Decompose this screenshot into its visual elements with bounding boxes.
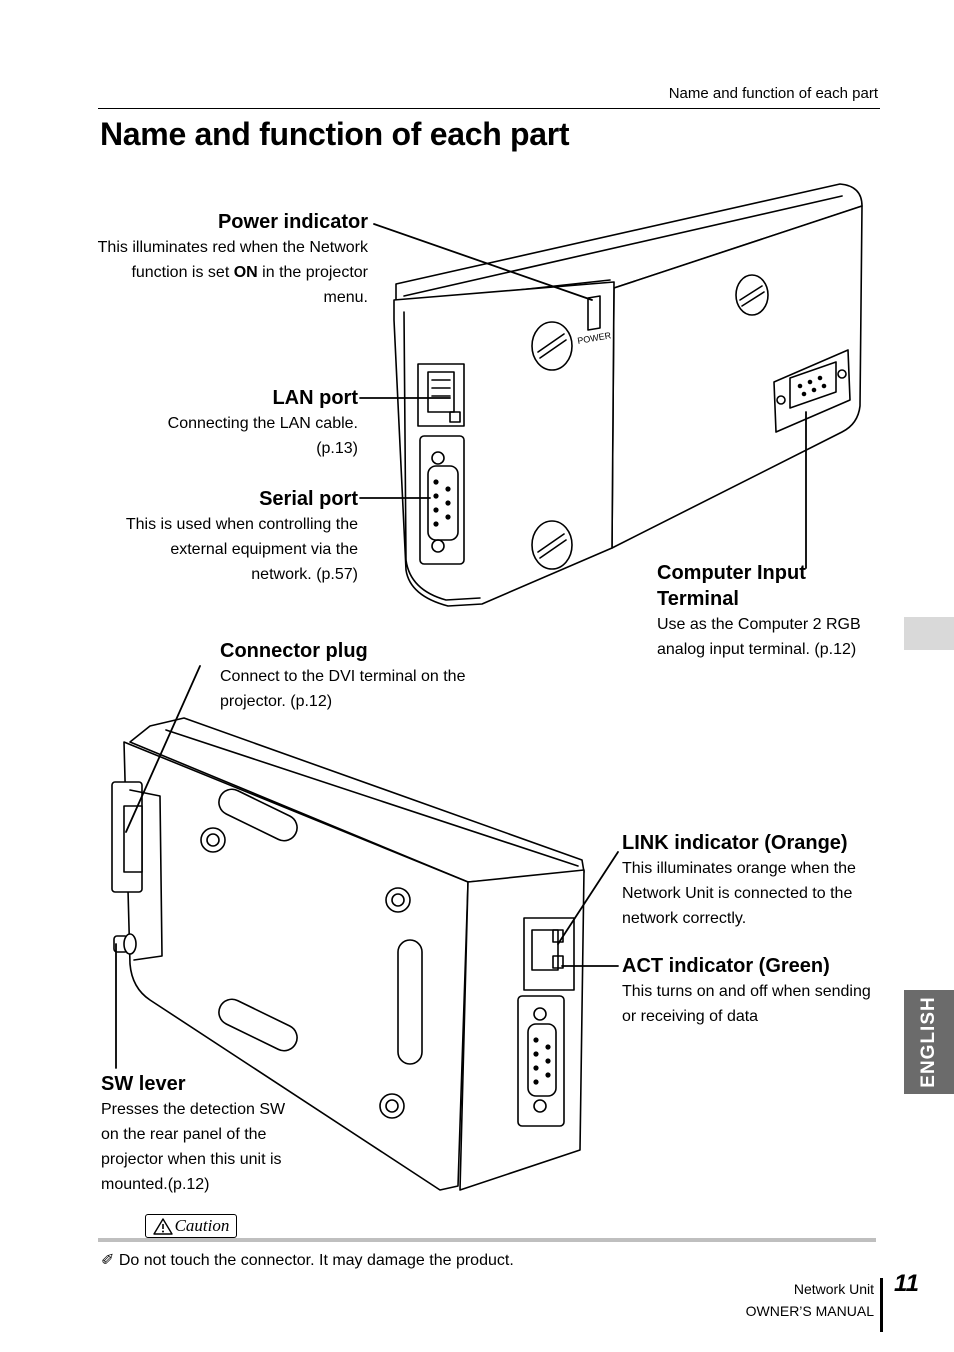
power-desc-part2: in the projector menu. <box>257 264 368 306</box>
caution-label: Caution <box>174 1216 230 1235</box>
vga-port-icon <box>773 349 851 433</box>
power-indicator-description: This illuminates red when the Network fu… <box>96 235 368 310</box>
computer-input-description: Use as the Computer 2 RGB analog input t… <box>657 616 861 658</box>
link-indicator-description: This illuminates orange when the Network… <box>622 860 856 927</box>
callout-serial-port: Serial port This is used when controllin… <box>108 486 358 587</box>
lan-port-heading: LAN port <box>272 387 358 409</box>
lan-port-icon <box>417 363 465 427</box>
device-front-view: POWER <box>393 183 863 607</box>
power-desc-bold: ON <box>233 264 258 281</box>
page-title: Name and function of each part <box>100 116 570 152</box>
footer-line1: Network Unit <box>793 1281 874 1297</box>
callout-lan-port: LAN port Connecting the LAN cable. (p.13… <box>136 385 358 461</box>
language-tab: ENGLISH <box>904 990 954 1094</box>
language-tab-label: ENGLISH <box>918 996 939 1088</box>
callout-sw-lever: SW lever Presses the detection SW on the… <box>101 1071 301 1197</box>
foot-icon <box>379 1093 405 1119</box>
device-rear-view <box>111 717 585 1191</box>
callout-act-indicator: ACT indicator (Green) This turns on and … <box>622 953 872 1029</box>
header-rule <box>98 108 880 109</box>
caution-note-text: Do not touch the connector. It may damag… <box>118 1252 514 1269</box>
serial-port-icon <box>419 435 465 565</box>
serial-port-icon <box>517 995 565 1127</box>
sw-lever-icon <box>113 933 137 955</box>
act-indicator-description: This turns on and off when sending or re… <box>622 983 871 1025</box>
connector-plug-description: Connect to the DVI terminal on the proje… <box>220 668 466 710</box>
callout-computer-input-terminal: Computer Input Terminal Use as the Compu… <box>657 560 883 662</box>
lan-port-description: Connecting the LAN cable. (p.13) <box>167 415 358 457</box>
callout-link-indicator: LINK indicator (Orange) This illuminates… <box>622 830 884 931</box>
running-head: Name and function of each part <box>668 85 878 102</box>
lan-port-icon <box>523 917 575 991</box>
callout-connector-plug: Connector plug Connect to the DVI termin… <box>220 638 482 714</box>
computer-input-heading: Computer Input Terminal <box>657 562 806 610</box>
footer-line2: OWNER’S MANUAL <box>745 1303 874 1319</box>
screw-icon <box>735 274 769 316</box>
connector-plug-icon <box>111 781 163 961</box>
sw-lever-description: Presses the detection SW on the rear pan… <box>101 1101 286 1193</box>
warning-icon <box>152 1217 173 1235</box>
foot-icon <box>200 827 226 853</box>
foot-icon <box>385 887 411 913</box>
serial-port-description: This is used when controlling the extern… <box>125 516 358 583</box>
caution-note: ✐ Do not touch the connector. It may dam… <box>101 1250 514 1270</box>
act-indicator-heading: ACT indicator (Green) <box>622 955 830 977</box>
power-desc-part1: This illuminates red when the Network fu… <box>97 239 368 281</box>
connector-plug-heading: Connector plug <box>220 640 368 662</box>
chapter-tab <box>904 617 954 650</box>
caution-badge: Caution <box>145 1214 237 1238</box>
power-indicator-heading: Power indicator <box>217 211 368 233</box>
leader-lines <box>115 223 807 1069</box>
caution-bar <box>98 1238 876 1242</box>
callout-power-indicator: Power indicator This illuminates red whe… <box>96 209 368 310</box>
serial-port-heading: Serial port <box>259 488 358 510</box>
screw-icon <box>531 520 573 570</box>
footer-manual-title: Network Unit OWNER’S MANUAL <box>746 1278 874 1322</box>
screw-icon <box>531 321 573 371</box>
footer-rule <box>880 1278 883 1332</box>
page-number: 11 <box>894 1270 919 1297</box>
link-indicator-heading: LINK indicator (Orange) <box>622 832 848 854</box>
pencil-icon: ✐ <box>101 1252 115 1269</box>
sw-lever-heading: SW lever <box>101 1073 186 1095</box>
